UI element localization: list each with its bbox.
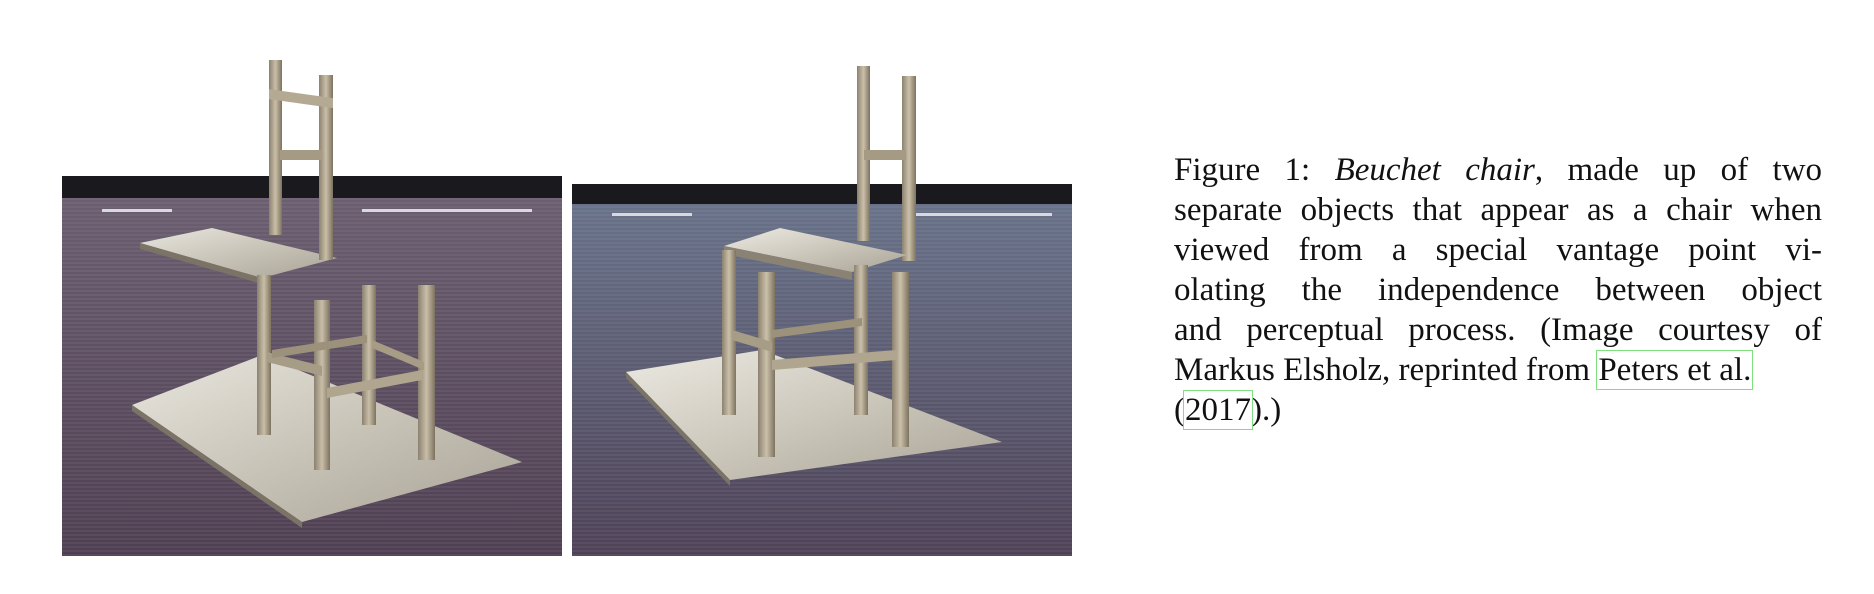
caption-line-2: separate objects that appear as a chair … xyxy=(1174,192,1822,228)
caption-line-6: Markus Elsholz, reprinted from Peters et… xyxy=(1174,350,1754,390)
figure-title-italic: Beuchet chair xyxy=(1334,152,1535,188)
beuchet-chair-separated-image xyxy=(62,10,562,556)
beuchet-chair-aligned-image xyxy=(572,10,1072,556)
figure-caption: Figure 1: Beuchet chair, made up of two … xyxy=(1174,150,1822,430)
caption-line-3: viewed from a special vantage point vi- xyxy=(1174,232,1822,268)
caption-line-5: and perceptual process. (Image courtesy … xyxy=(1174,312,1822,348)
caption-line-1: Figure 1: Beuchet chair, made up of two xyxy=(1174,152,1823,188)
caption-line-7: (2017).) xyxy=(1174,390,1282,430)
photo-separated-pieces xyxy=(62,10,562,556)
photo-aligned-chair xyxy=(572,10,1072,556)
figure-label: Figure 1: xyxy=(1174,152,1311,188)
citation-year-link[interactable]: 2017 xyxy=(1183,390,1253,430)
citation-author-link[interactable]: Peters et al. xyxy=(1596,350,1754,390)
caption-line-4: olating the independence between object xyxy=(1174,272,1822,308)
